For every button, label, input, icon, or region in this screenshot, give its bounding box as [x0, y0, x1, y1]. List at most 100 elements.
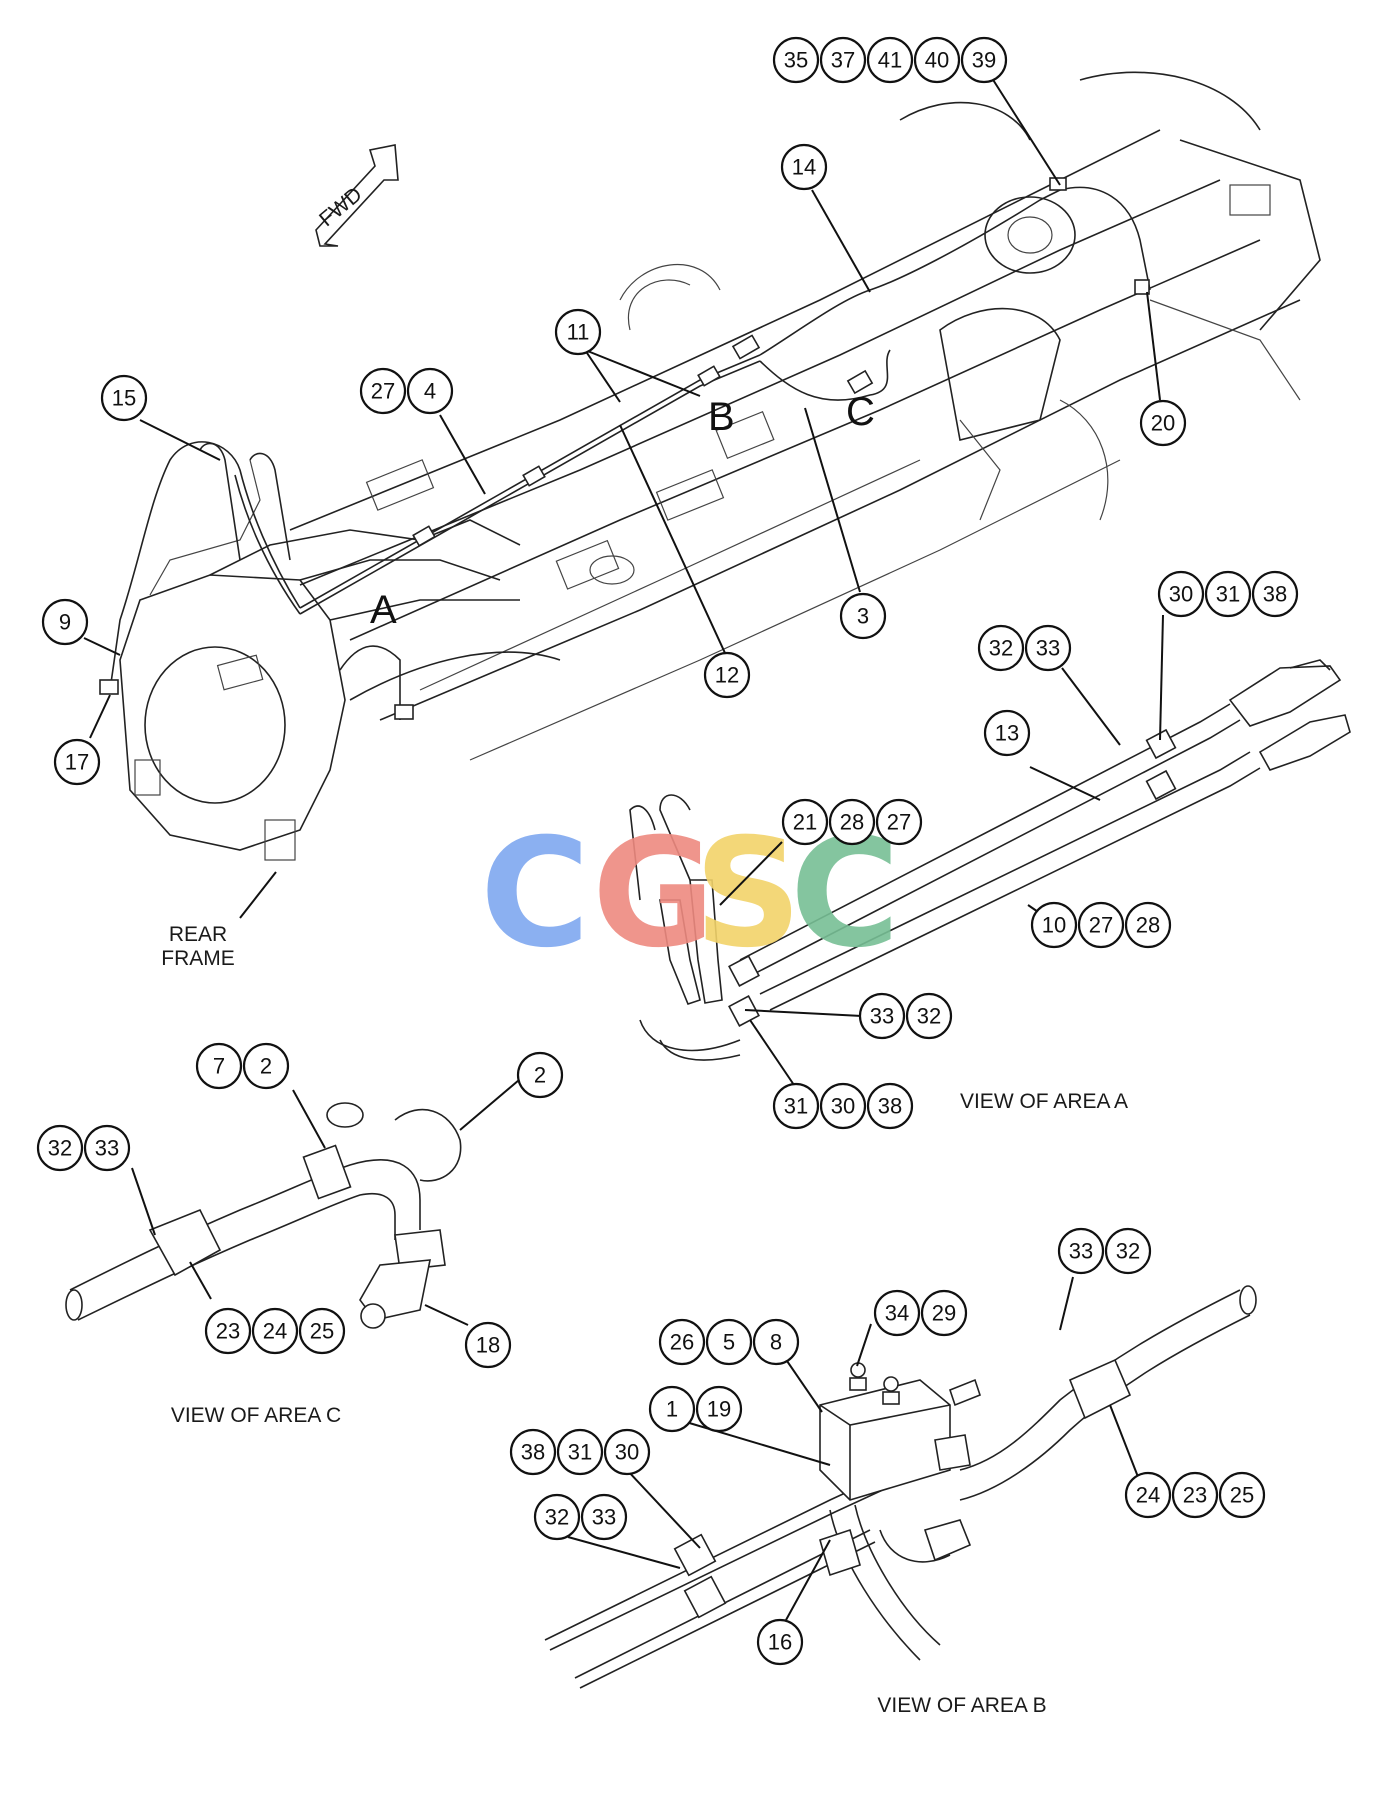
svg-text:2: 2	[260, 1054, 272, 1079]
callout-area-b-34-29: 34 29	[873, 1289, 968, 1337]
area-letter-c: C	[846, 390, 875, 434]
svg-text:26: 26	[670, 1330, 694, 1355]
area-letter-a: A	[370, 588, 397, 632]
callout-area-b-32-33: 32 33	[533, 1493, 628, 1541]
svg-text:18: 18	[476, 1333, 500, 1358]
svg-text:31: 31	[568, 1440, 592, 1465]
svg-text:28: 28	[1136, 913, 1160, 938]
svg-text:32: 32	[545, 1505, 569, 1530]
svg-text:13: 13	[995, 721, 1019, 746]
callout-17: 17	[53, 738, 101, 786]
watermark-letter-3: S	[694, 807, 802, 981]
rear-frame-label-line2: FRAME	[161, 947, 235, 970]
svg-text:21: 21	[793, 810, 817, 835]
svg-text:40: 40	[925, 48, 949, 73]
rear-frame-drawing	[119, 71, 1321, 861]
svg-text:20: 20	[1151, 411, 1175, 436]
callout-12: 12	[703, 651, 751, 699]
svg-text:35: 35	[784, 48, 808, 73]
callout-group-35-37-41-40-39: 35 37 41 40 39	[772, 36, 1008, 84]
svg-text:28: 28	[840, 810, 864, 835]
callout-group-27-4: 27 4	[359, 367, 454, 415]
callout-area-a-32-33: 32 33	[977, 624, 1072, 672]
svg-text:12: 12	[715, 663, 739, 688]
svg-text:27: 27	[371, 379, 395, 404]
svg-text:30: 30	[831, 1094, 855, 1119]
svg-text:10: 10	[1042, 913, 1066, 938]
callout-9: 9	[41, 598, 89, 646]
svg-text:37: 37	[831, 48, 855, 73]
view-area-b-drawing	[544, 1285, 1257, 1689]
callout-area-b-33-32: 33 32	[1057, 1227, 1152, 1275]
callout-20: 20	[1139, 399, 1187, 447]
svg-text:4: 4	[424, 379, 436, 404]
leader-lines	[83, 74, 1164, 1621]
view-area-c-label: VIEW OF AREA C	[171, 1404, 341, 1427]
svg-text:33: 33	[870, 1004, 894, 1029]
svg-text:15: 15	[112, 386, 136, 411]
svg-text:25: 25	[1230, 1483, 1254, 1508]
area-letter-b: B	[708, 395, 735, 439]
callout-11: 11	[554, 308, 602, 356]
svg-text:41: 41	[878, 48, 902, 73]
callout-area-a-33-32: 33 32	[858, 992, 953, 1040]
callout-area-b-16: 16	[756, 1618, 804, 1666]
svg-text:34: 34	[885, 1301, 909, 1326]
svg-text:3: 3	[857, 604, 869, 629]
svg-text:39: 39	[972, 48, 996, 73]
callout-area-a-31-30-38: 31 30 38	[772, 1082, 914, 1130]
svg-text:29: 29	[932, 1301, 956, 1326]
svg-text:14: 14	[792, 155, 816, 180]
svg-text:24: 24	[263, 1319, 287, 1344]
forward-arrow-icon: FWD	[315, 144, 399, 247]
svg-text:23: 23	[1183, 1483, 1207, 1508]
rear-frame-label-line1: REAR	[169, 923, 227, 946]
svg-text:27: 27	[887, 810, 911, 835]
watermark-letter-1: C	[480, 807, 590, 981]
callout-area-a-13: 13	[983, 709, 1031, 757]
svg-text:9: 9	[59, 610, 71, 635]
svg-text:8: 8	[770, 1330, 782, 1355]
svg-text:30: 30	[615, 1440, 639, 1465]
svg-text:38: 38	[1263, 582, 1287, 607]
svg-text:33: 33	[1036, 636, 1060, 661]
svg-text:31: 31	[1216, 582, 1240, 607]
callout-area-a-21-28-27: 21 28 27	[781, 798, 923, 846]
callout-3: 3	[839, 592, 887, 640]
callout-area-b-24-23-25: 24 23 25	[1124, 1471, 1266, 1519]
svg-text:1: 1	[666, 1397, 678, 1422]
svg-text:19: 19	[707, 1397, 731, 1422]
view-area-b-label: VIEW OF AREA B	[877, 1694, 1046, 1717]
svg-text:5: 5	[723, 1330, 735, 1355]
svg-text:33: 33	[1069, 1239, 1093, 1264]
svg-text:38: 38	[878, 1094, 902, 1119]
svg-text:17: 17	[65, 750, 89, 775]
callout-area-b-38-31-30: 38 31 30	[509, 1428, 651, 1476]
callout-area-c-18: 18	[464, 1321, 512, 1369]
watermark-logo: C G S C	[480, 807, 900, 981]
svg-text:27: 27	[1089, 913, 1113, 938]
svg-text:38: 38	[521, 1440, 545, 1465]
callout-area-c-2: 2	[516, 1051, 564, 1099]
main-hydraulic-lines	[99, 177, 1151, 720]
svg-text:25: 25	[310, 1319, 334, 1344]
svg-text:32: 32	[1116, 1239, 1140, 1264]
callout-14: 14	[780, 143, 828, 191]
svg-text:32: 32	[989, 636, 1013, 661]
callout-area-b-26-5-8: 26 5 8	[658, 1318, 800, 1366]
callout-area-c-23-24-25: 23 24 25	[204, 1307, 346, 1355]
svg-text:33: 33	[95, 1136, 119, 1161]
svg-text:11: 11	[567, 320, 590, 345]
svg-text:32: 32	[917, 1004, 941, 1029]
callout-area-c-32-33: 32 33	[36, 1124, 131, 1172]
svg-text:32: 32	[48, 1136, 72, 1161]
svg-text:2: 2	[534, 1063, 546, 1088]
watermark-letter-2: G	[592, 807, 715, 981]
svg-text:30: 30	[1169, 582, 1193, 607]
view-area-a-drawing	[629, 659, 1351, 1061]
svg-text:23: 23	[216, 1319, 240, 1344]
view-area-a-label: VIEW OF AREA A	[960, 1090, 1128, 1113]
callout-area-b-1-19: 1 19	[648, 1385, 743, 1433]
svg-text:31: 31	[784, 1094, 808, 1119]
